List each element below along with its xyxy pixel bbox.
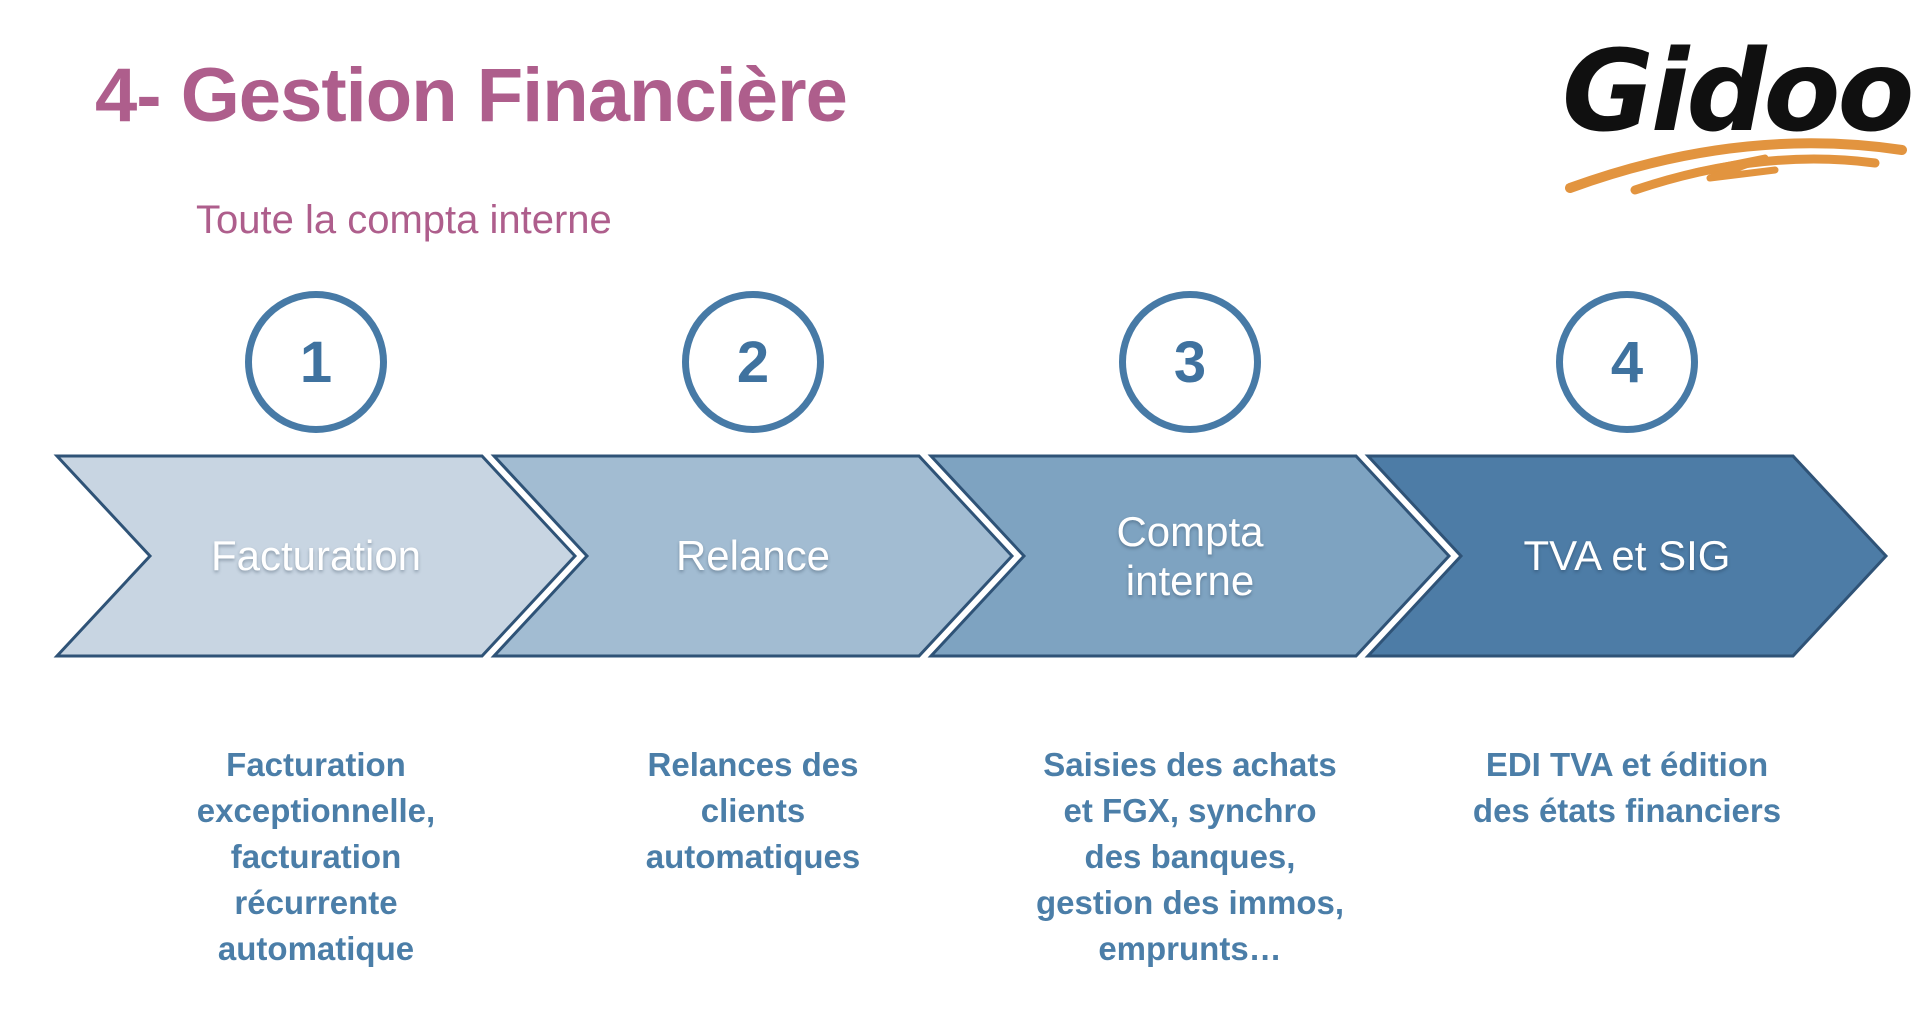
arrow-label-facturation: Facturation <box>210 532 422 580</box>
step-description-4: EDI TVA et édition des états financiers <box>1472 746 1782 829</box>
arrow-label-relance: Relance <box>675 532 831 580</box>
step-number-3: 3 <box>1173 329 1207 395</box>
step-circle-2: 2 <box>682 291 824 433</box>
page-title: 4- Gestion Financière <box>95 53 848 138</box>
step-description-1: Facturation exceptionnelle, facturation … <box>196 746 436 967</box>
step-circle-1: 1 <box>245 291 387 433</box>
arrow-step-4 <box>1364 454 1889 658</box>
step-number-1: 1 <box>299 329 333 395</box>
step-number-4: 4 <box>1610 329 1644 395</box>
step-circle-4: 4 <box>1556 291 1698 433</box>
page-subtitle: Toute la compta interne <box>196 198 612 242</box>
logo-swoosh-icon <box>1565 138 1907 195</box>
arrow-label-compta-interne: Compta interne <box>1116 507 1264 604</box>
step-number-2: 2 <box>736 329 770 395</box>
gidoo-logo: Gidoo <box>1562 27 1914 195</box>
arrow-step-2 <box>490 454 1015 658</box>
logo-text: Gidoo <box>1562 27 1911 157</box>
step-description-3: Saisies des achats et FGX, synchro des b… <box>1035 746 1345 967</box>
step-circle-3: 3 <box>1119 291 1261 433</box>
arrow-step-1 <box>53 454 578 658</box>
arrow-label-tva-et-sig: TVA et SIG <box>1523 532 1731 580</box>
step-description-2: Relances des clients automatiques <box>645 746 861 875</box>
arrow-step-3 <box>927 454 1452 658</box>
